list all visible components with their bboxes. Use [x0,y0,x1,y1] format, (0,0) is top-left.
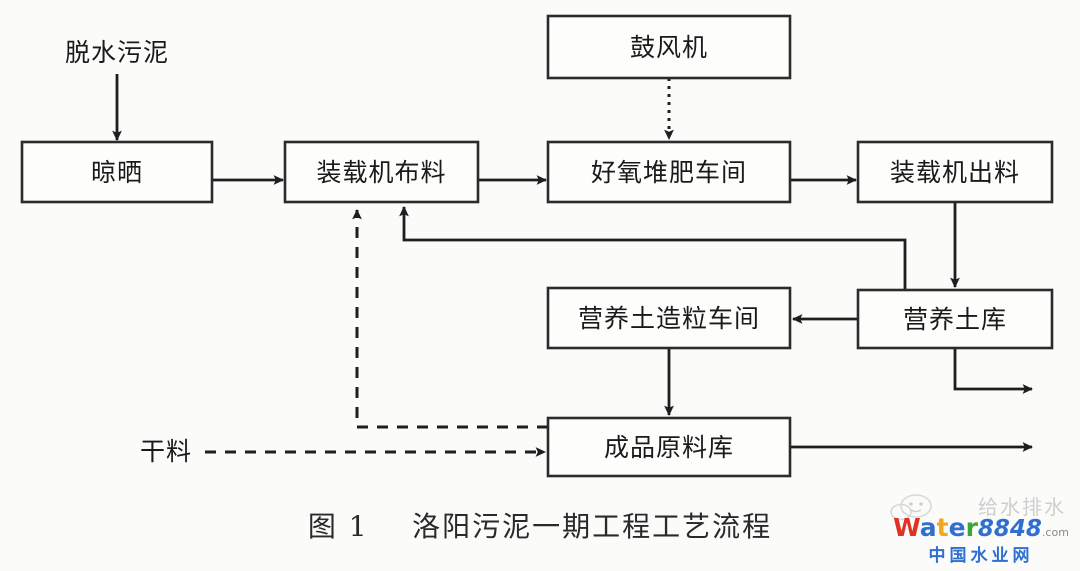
node-chengpin-yuanliao-ku[interactable]: 成品原料库 [546,416,792,478]
node-zhuangzaiji-buliao-label: 装载机布料 [316,158,446,187]
node-zhuangzaiji-chuliao[interactable]: 装载机出料 [856,140,1054,204]
edge-yingyangtuku-recycle-to-buliao [399,205,907,290]
node-haoyang-duifei-chejian[interactable]: 好氧堆肥车间 [546,140,792,204]
node-gufengji[interactable]: 鼓风机 [546,14,792,80]
node-yingyangtu-ku[interactable]: 营养土库 [856,288,1054,350]
node-yingyangtu-zaoli-chejian-label: 营养土造粒车间 [578,304,760,333]
node-yingyangtu-zaoli-chejian[interactable]: 营养土造粒车间 [546,286,792,350]
label-ganliao: 干料 [140,437,192,466]
node-yingyangtu-ku-label: 营养土库 [903,305,1007,334]
node-zhuangzaiji-chuliao-label: 装载机出料 [890,158,1020,187]
figure-caption: 图 1 洛阳污泥一期工程工艺流程 [307,510,773,543]
node-haoyang-duifei-chejian-label: 好氧堆肥车间 [591,158,747,187]
node-chengpin-yuanliao-ku-label: 成品原料库 [604,433,734,462]
node-liangshai[interactable]: 晾晒 [20,140,214,204]
edge-yingyangtuku-output [953,348,1034,394]
edge-ganliao-to-buliao [352,208,548,429]
node-gufengji-label: 鼓风机 [630,33,708,62]
label-tuoshui-wuni: 脱水污泥 [65,38,169,67]
node-liangshai-label: 晾晒 [91,158,143,187]
node-zhuangzaiji-buliao[interactable]: 装载机布料 [283,140,480,204]
